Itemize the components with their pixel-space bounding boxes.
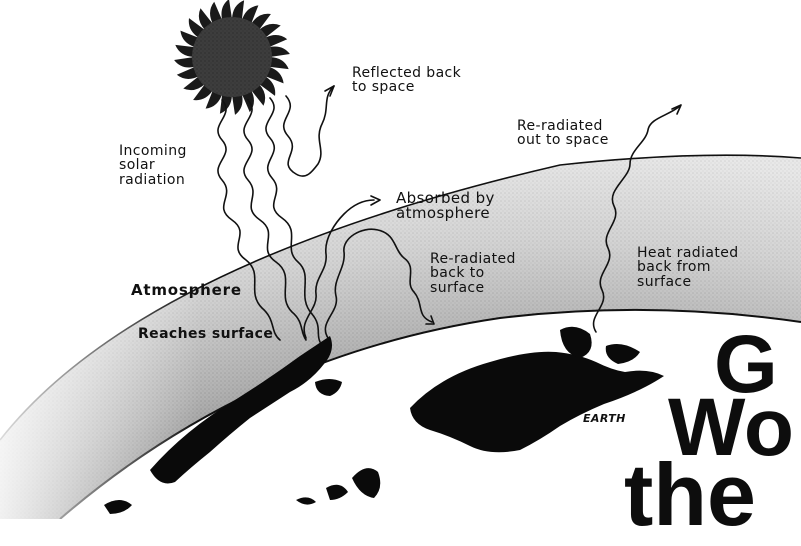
label-reradiated-space: Re-radiated out to space — [517, 119, 609, 148]
label-heat-radiated: Heat radiated back from surface — [637, 246, 739, 289]
label-reaches-surface: Reaches surface — [138, 327, 273, 341]
label-atmosphere: Atmosphere — [131, 283, 242, 298]
label-incoming-radiation: Incoming solar radiation — [119, 144, 187, 187]
greenhouse-diagram: Reflected back to space Incoming solar r… — [0, 0, 801, 519]
label-reflected: Reflected back to space — [352, 66, 461, 95]
title-line-3: the — [624, 444, 756, 546]
label-absorbed: Absorbed by atmosphere — [396, 191, 495, 222]
label-reradiated-surface: Re-radiated back to surface — [430, 252, 516, 295]
label-earth: EARTH — [583, 413, 626, 424]
